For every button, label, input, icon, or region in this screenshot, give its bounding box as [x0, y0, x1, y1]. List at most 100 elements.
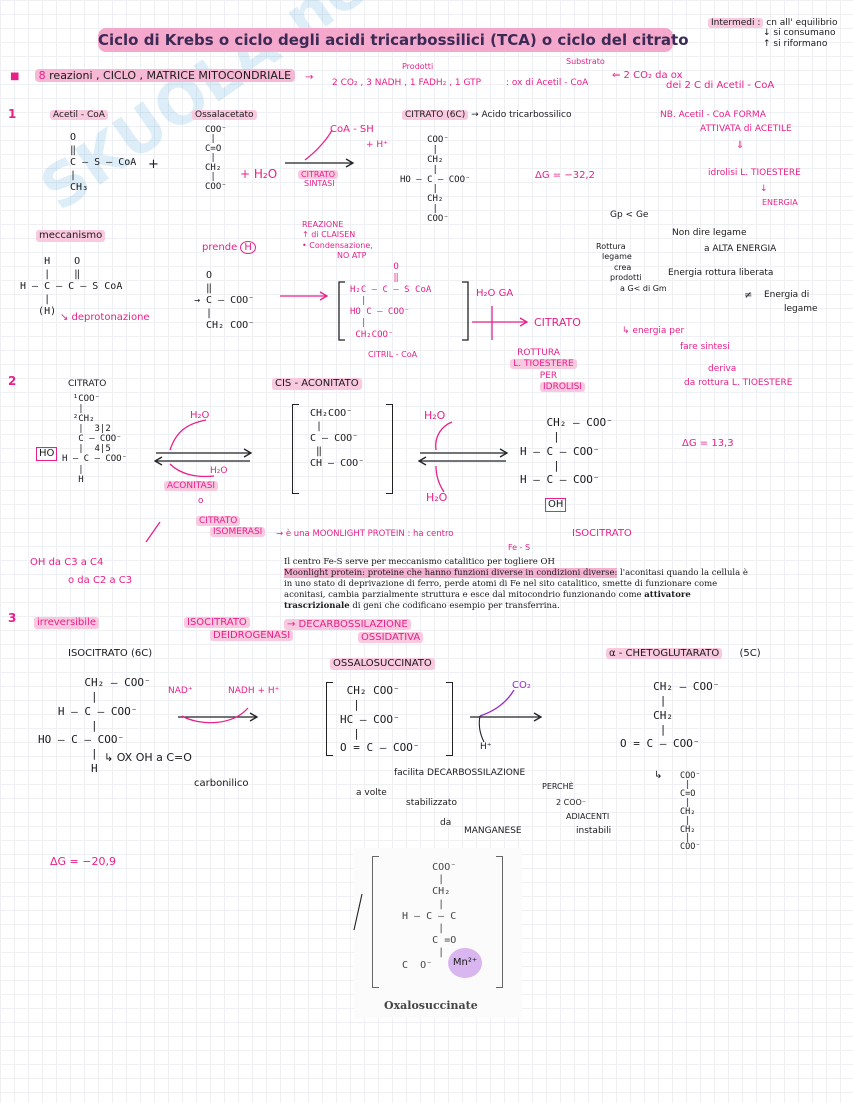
- isocitrato-label: ISOCITRATO: [572, 528, 632, 539]
- page-title: Ciclo di Krebs o ciclo degli acidi trica…: [98, 28, 689, 52]
- typed-note: Il centro Fe-S serve per meccanismo cata…: [284, 557, 754, 612]
- fare-sintesi-note: fare sintesi: [680, 342, 730, 352]
- decarb-line2: OSSIDATIVA: [358, 632, 424, 643]
- step2-number: 2: [8, 374, 17, 388]
- step3-delta-g: ΔG = −20,9: [50, 855, 116, 868]
- akg-alt-structure: COO⁻ | C=O | CH₂ | CH₂ | COO⁻: [680, 771, 701, 853]
- oxalosuccinate-figure: [354, 848, 522, 1018]
- step3-isocitrato-label: ISOCITRATO (6C): [68, 648, 153, 659]
- ossalacetato-structure: COO⁻ | C=O | CH₂ | COO⁻: [205, 125, 227, 192]
- akg-label: α - CHETOGLUTARATO: [606, 648, 723, 659]
- a-volte-note: a volte: [356, 788, 387, 798]
- acetil-coa-structure: O ‖ C — S — CoA | CH₃: [70, 132, 137, 193]
- due-coo-note: 2 COO⁻: [556, 798, 587, 807]
- facilita-note: facilita DECARBOSSILAZIONE: [394, 768, 526, 778]
- g-small-word: a G< di Gm: [620, 283, 667, 293]
- overview-co2-2: dei 2 C di Acetil - CoA: [666, 80, 775, 91]
- carbonilico-note: carbonilico: [194, 778, 249, 789]
- oh-box: OH: [545, 498, 567, 512]
- figure-bracket-left: [372, 856, 379, 988]
- co2-released: CO₂: [512, 680, 531, 691]
- energia-per-note: ↳ energia per: [622, 326, 685, 336]
- step1-number: 1: [8, 107, 17, 121]
- fe-s-note: Fe - S: [508, 543, 531, 552]
- energia-note: ENERGIA: [762, 198, 798, 207]
- non-dire-note: Non dire legame: [672, 228, 747, 238]
- tioestere-text: L. TIOESTERE: [510, 359, 577, 370]
- ossalo-bracket-left: [326, 682, 333, 756]
- akg-carbon-count: (5C): [739, 648, 761, 659]
- intermedi-line3: ↑ si riformano: [763, 38, 828, 49]
- akg-structure: CH₂ — COO⁻ | CH₂ | O = C — COO⁻: [620, 680, 720, 751]
- ossalosuccinato-structure: CH₂ COO⁻ | HC — COO⁻ | O = C — COO⁻: [340, 684, 420, 755]
- energia-rottura-note: Energia rottura liberata: [668, 268, 774, 278]
- prende-h-circle: H: [240, 241, 256, 254]
- hydrolysis-label: H₂O GA: [476, 288, 514, 299]
- ho-box: HO: [36, 447, 58, 461]
- overview-row: ■ 8 reazioni , CICLO , MATRICE MITOCONDR…: [10, 69, 296, 83]
- citril-coa-label: CITRIL - CoA: [368, 350, 418, 359]
- adiacenti-note: ADIACENTI: [566, 812, 610, 821]
- condensazione-text: • Condensazione,: [302, 240, 373, 250]
- isocitrato-structure: CH₂ — COO⁻ | H — C — COO⁻ | H — C — COO⁻: [520, 416, 613, 487]
- citrato-label-row: CITRATO (6C) → Acido tricarbossilico: [402, 110, 572, 120]
- step2-h2o-top: H₂O: [190, 410, 210, 421]
- irreversibile-label: irreversibile: [34, 617, 99, 629]
- moonlight-note: → è una MOONLIGHT PROTEIN : ha centro: [276, 529, 454, 539]
- prende-h-note: prende H: [202, 241, 256, 254]
- bullet-icon: ■: [10, 71, 20, 82]
- o-word: o: [198, 496, 204, 506]
- typed-rest: l'aconitasi quando la cellula è in uno s…: [284, 568, 748, 601]
- aconitasi-enzyme: ACONITASI: [164, 481, 219, 492]
- step2-citrato-structure: ¹COO⁻ | ²CH₂ | 3|2 C — COO⁻ | 4|5 H — C …: [62, 394, 128, 485]
- cis-aconitato-structure: CH₂COO⁻ | C — COO⁻ ‖ CH — COO⁻: [310, 408, 365, 469]
- claisen-note: REAZIONE ↑ di CLAISEN • Condensazione, N…: [302, 220, 373, 262]
- akg-arrow-icon: ↳: [654, 770, 663, 781]
- da-rottura-note: da rottura L. TIOESTERE: [684, 378, 793, 388]
- nad-plus: NAD⁺: [168, 686, 193, 696]
- energia-di-note: Energia di: [764, 290, 810, 300]
- da-note: da: [440, 818, 452, 828]
- isocitrato-deidrogenasi: ISOCITRATO DEIDROGENASI: [184, 616, 294, 642]
- typed-highlight: Moonlight protein: proteine che hanno fu…: [284, 568, 618, 579]
- typed-end: di geni che codificano esempio per trans…: [349, 601, 560, 612]
- overview-number: 8: [38, 69, 46, 82]
- intermedi-label: Intermedi :: [708, 18, 764, 28]
- nadh-product: NADH + H⁺: [228, 686, 280, 696]
- enzyme-line2: SINTASI: [304, 179, 335, 189]
- acido-tricarbossilico: → Acido tricarbossilico: [471, 110, 572, 120]
- overview-reactions: reazioni , CICLO , MATRICE MITOCONDRIALE: [49, 69, 292, 82]
- overview-arrow: →: [305, 72, 314, 83]
- nb-note: NB. Acetil - CoA FORMA: [660, 110, 766, 120]
- akg-label-row: α - CHETOGLUTARATO (5C): [606, 648, 761, 660]
- deidrogenasi-line1: ISOCITRATO: [184, 617, 250, 628]
- deidrogenasi-line2: DEIDROGENASI: [210, 630, 294, 641]
- no-atp-text: NO ATP: [337, 251, 367, 261]
- ossalacetato-label: Ossalacetato: [192, 110, 257, 121]
- citrato-structure: COO⁻ | CH₂ | HO — C — COO⁻ | CH₂ | COO⁻: [400, 135, 471, 225]
- cis-aconitato-label: CIS - ACONITATO: [272, 378, 362, 390]
- oxalosuccinate-figure-structure: COO⁻ | CH₂ | H — C — C | C =O | C O⁻: [402, 862, 457, 971]
- citril-coa-structure: O ‖ H₂C — C — S CoA | HO C — COO⁻ | CH₂C…: [350, 262, 432, 340]
- overview-text: 8 reazioni , CICLO , MATRICE MITOCONDRIA…: [34, 69, 296, 82]
- overview-co2: ⇐ 2 CO₂ da ox: [612, 70, 683, 81]
- h-plus-product: + H⁺: [366, 140, 388, 150]
- step3-number: 3: [8, 611, 17, 625]
- overview-products: 2 CO₂ , 3 NADH , 1 FADH₂ , 1 GTP: [332, 78, 482, 88]
- perche-note: PERCHÈ: [542, 782, 574, 791]
- neq-sign: ≠: [744, 290, 753, 301]
- reazione-text: REAZIONE: [302, 220, 344, 229]
- step2-h2o-bottom: H₂O: [210, 466, 228, 476]
- deriva-note: deriva: [708, 364, 737, 374]
- rottura-legame-note: Rottura legame crea prodotti a G< di Gm: [596, 242, 667, 294]
- arrow-energia: ↓: [760, 184, 768, 194]
- enzyme-line1: CITRATO: [298, 170, 339, 179]
- prodotti-word: prodotti: [610, 273, 642, 283]
- idrolisi-note: idrolisi L. TIOESTERE: [708, 168, 801, 178]
- per-text: PER: [539, 370, 558, 381]
- step3-h-plus: H⁺: [480, 742, 492, 752]
- citrato-sintasi-enzyme: CITRATO SINTASI: [298, 170, 339, 189]
- prodotti-label: Prodotti: [402, 62, 434, 71]
- gp-ge-note: Gp < Ge: [610, 210, 649, 220]
- legame-word: legame: [602, 252, 632, 262]
